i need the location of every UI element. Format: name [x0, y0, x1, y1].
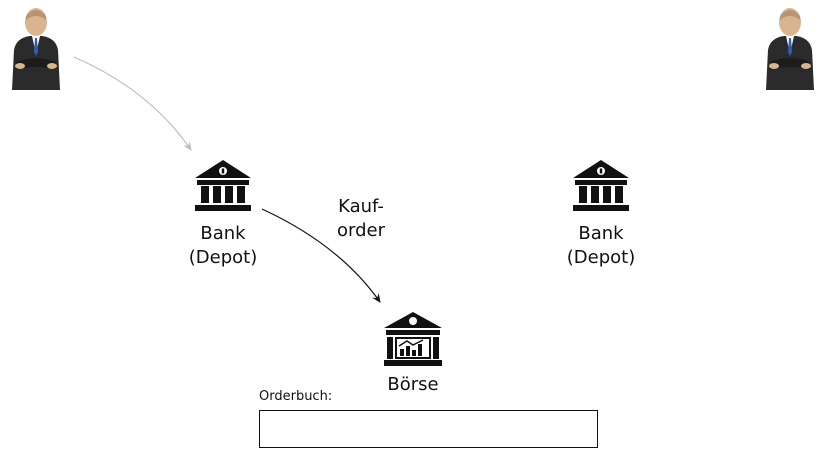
orderbook-box: [259, 410, 598, 448]
bank-left-label: Bank: [200, 223, 246, 244]
order-label-line2: order: [337, 220, 385, 241]
bank-right-sublabel: (Depot): [566, 247, 636, 268]
bank-left-sublabel: (Depot): [188, 247, 258, 268]
bank-left-icon: [195, 160, 251, 211]
exchange-label: Börse: [387, 374, 439, 395]
person-right-icon: [766, 8, 814, 90]
arrow-bank-to-exchange: [261, 208, 381, 303]
person-left-icon: [12, 8, 60, 90]
exchange-building-icon: [384, 312, 442, 366]
bank-right-icon: [573, 160, 629, 211]
orderbook-title: Orderbuch:: [259, 389, 333, 404]
order-label-line1: Kauf-: [338, 196, 384, 217]
arrow-person-to-bank: [73, 56, 192, 151]
bank-right-label: Bank: [578, 223, 624, 244]
